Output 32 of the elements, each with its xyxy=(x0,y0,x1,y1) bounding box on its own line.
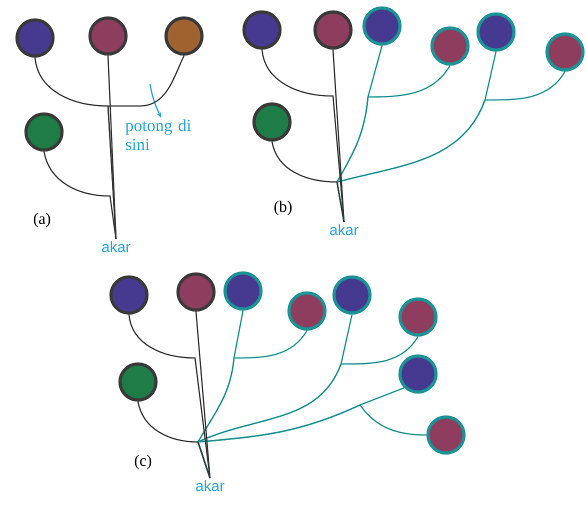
node-circle xyxy=(242,10,282,50)
node-circle xyxy=(430,26,470,66)
branch-line xyxy=(137,401,211,478)
branch-line xyxy=(332,50,345,222)
node-circle xyxy=(252,102,292,142)
node-circle xyxy=(118,362,158,402)
node-circle xyxy=(109,275,149,315)
root-label: akar xyxy=(102,241,130,252)
node-circle xyxy=(332,275,372,315)
node-circle xyxy=(545,32,585,72)
branch-line xyxy=(195,312,211,478)
node-circle xyxy=(426,415,466,455)
root-label: akar xyxy=(330,224,358,236)
node-circle xyxy=(88,16,128,56)
branch-line xyxy=(43,151,117,240)
node-circle xyxy=(398,297,438,337)
node-circle xyxy=(362,6,402,46)
node-circle xyxy=(398,354,438,394)
cut-note: potong di sini xyxy=(125,119,191,150)
node-circle xyxy=(176,272,216,312)
panel-label: (b) xyxy=(274,200,292,216)
node-circle xyxy=(15,18,55,58)
node-circle xyxy=(24,112,64,152)
node-circle xyxy=(287,291,327,331)
panel-label: (c) xyxy=(134,454,152,470)
root-label: akar xyxy=(196,480,224,492)
node-circle xyxy=(223,271,263,311)
branch-line xyxy=(271,141,345,222)
node-circle xyxy=(164,16,204,56)
node-circle xyxy=(313,10,353,50)
panel-label: (a) xyxy=(34,212,50,228)
node-circle xyxy=(476,12,516,52)
